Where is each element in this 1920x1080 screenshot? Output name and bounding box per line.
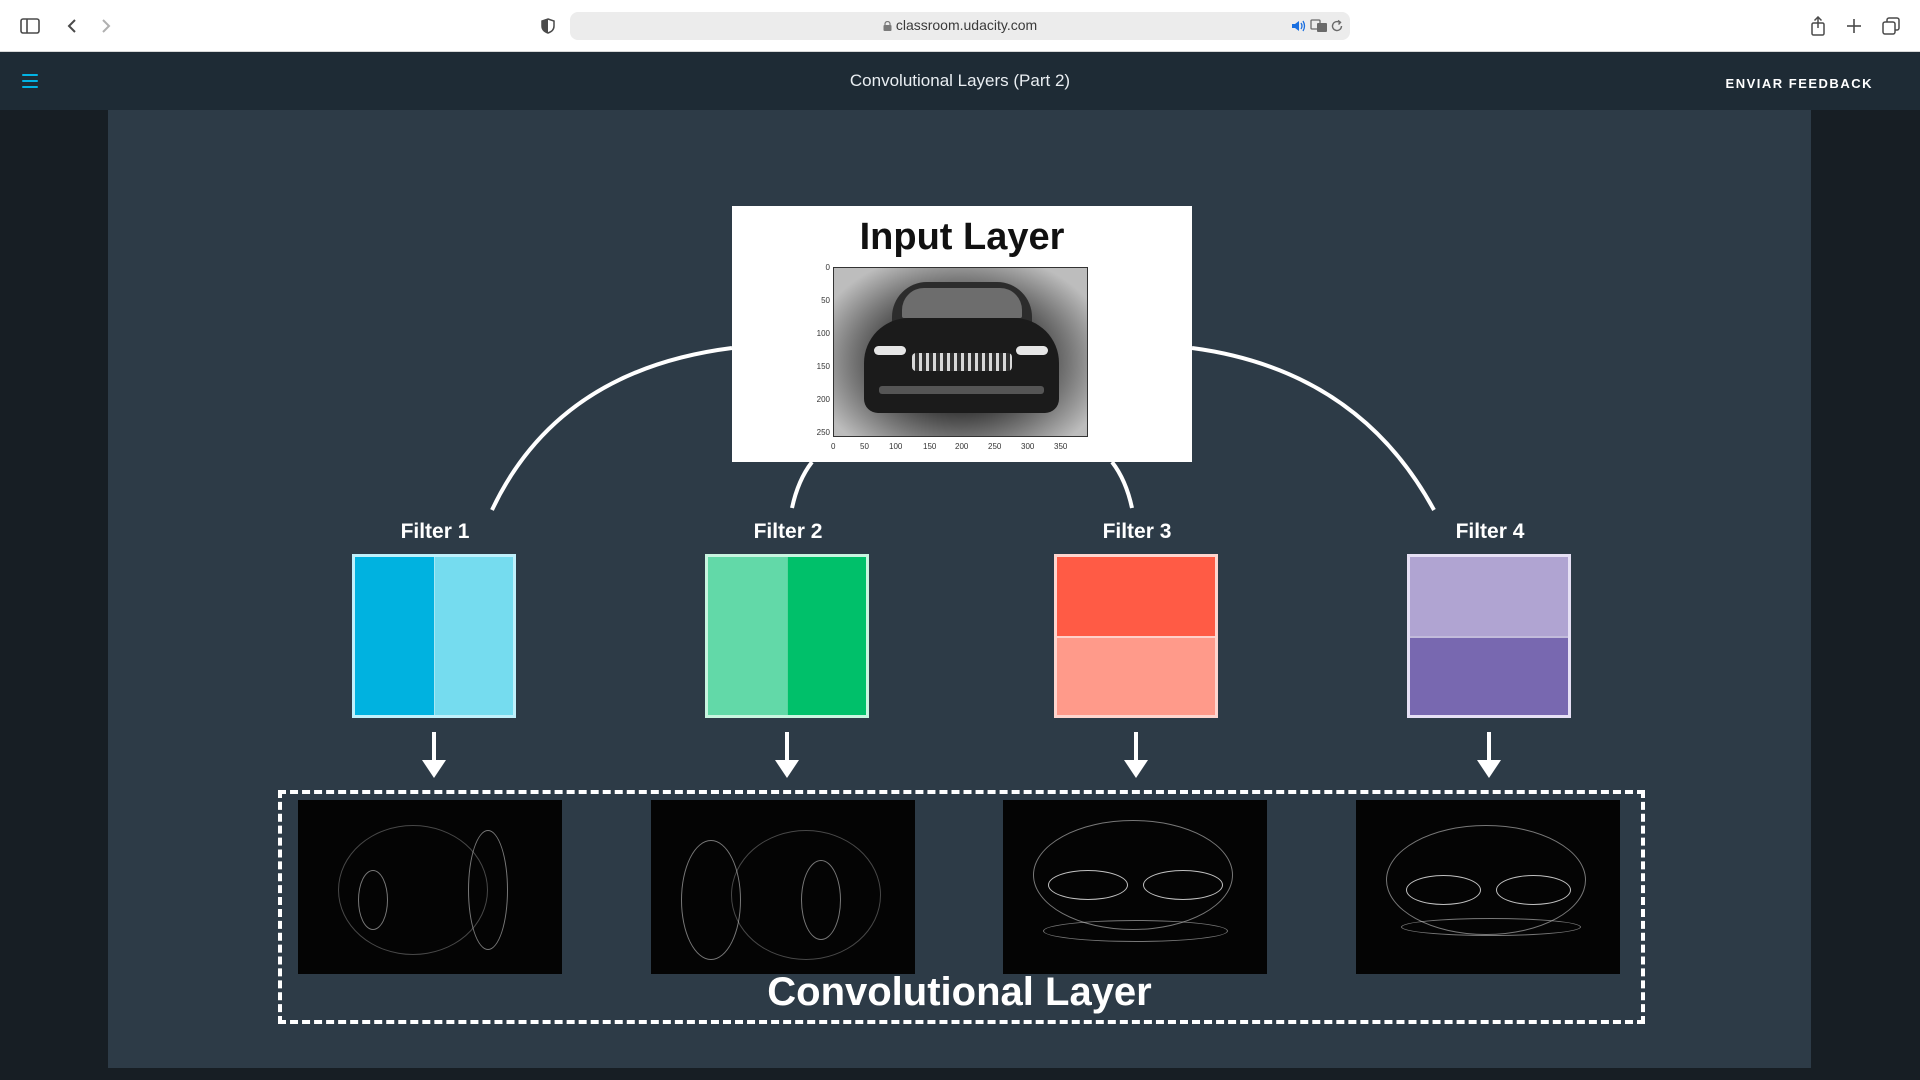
arrow-down-icon	[422, 732, 446, 778]
send-feedback-button[interactable]: ENVIAR FEEDBACK	[1725, 76, 1873, 91]
page-title: Convolutional Layers (Part 2)	[849, 71, 1071, 90]
arrow-down-icon	[775, 732, 799, 778]
filter-1-label: Filter 1	[400, 520, 470, 543]
filter-1-swatch	[352, 554, 516, 718]
y-tick-label: 50	[821, 296, 830, 305]
car-image-plot	[833, 267, 1088, 437]
x-tick-label: 100	[889, 442, 903, 451]
x-tick-label: 150	[923, 442, 937, 451]
reload-icon[interactable]	[1325, 14, 1349, 38]
shield-icon[interactable]	[536, 14, 560, 38]
filter-2-swatch	[705, 554, 869, 718]
x-tick-label: 300	[1021, 442, 1035, 451]
filter-4-swatch	[1407, 554, 1571, 718]
x-tick-label: 200	[955, 442, 969, 451]
share-icon[interactable]	[1806, 14, 1830, 38]
x-tick-label: 250	[988, 442, 1002, 451]
filter-4-top-half	[1410, 557, 1568, 636]
convolutional-layer-label: Convolutional Layer	[767, 970, 1152, 1014]
input-layer-title: Input Layer	[859, 216, 1065, 258]
arrow-down-icon	[1124, 732, 1148, 778]
x-tick-label: 0	[831, 442, 836, 451]
arrow-down-icon	[1477, 732, 1501, 778]
feature-map-1	[298, 800, 562, 974]
filter-1-right-half	[434, 557, 513, 715]
filter-connector-lines	[490, 346, 1436, 511]
x-tick-label: 50	[860, 442, 869, 451]
filter-2-label: Filter 2	[753, 520, 823, 543]
filter-3-swatch	[1054, 554, 1218, 718]
y-tick-label: 250	[816, 428, 830, 437]
filter-4-label: Filter 4	[1455, 520, 1525, 543]
y-tick-label: 150	[816, 362, 830, 371]
back-icon[interactable]	[60, 14, 84, 38]
feature-map-2	[651, 800, 915, 974]
address-bar[interactable]: classroom.udacity.com	[570, 12, 1350, 40]
sidebar-icon[interactable]	[18, 14, 42, 38]
speaker-icon[interactable]	[1287, 14, 1311, 38]
video-player[interactable]: Input Layer 0 50 100 150 200 250 0 50 10…	[108, 110, 1811, 1068]
tabs-icon[interactable]	[1879, 14, 1903, 38]
browser-toolbar: classroom.udacity.com	[0, 0, 1920, 52]
y-tick-label: 0	[825, 263, 830, 272]
feature-map-3	[1003, 800, 1267, 974]
y-tick-label: 100	[816, 329, 830, 338]
menu-icon[interactable]	[20, 72, 42, 90]
feature-map-4	[1356, 800, 1620, 974]
filter-1-left-half	[355, 557, 434, 715]
y-tick-label: 200	[816, 395, 830, 404]
url-text: classroom.udacity.com	[895, 17, 1038, 33]
input-layer-panel: Input Layer 0 50 100 150 200 250 0 50 10…	[732, 206, 1192, 462]
new-tab-icon[interactable]	[1842, 14, 1866, 38]
translate-icon[interactable]	[1307, 14, 1331, 38]
filter-3-bottom-half	[1057, 636, 1215, 715]
filter-4-bottom-half	[1410, 636, 1568, 715]
filter-3-top-half	[1057, 557, 1215, 636]
filter-2-right-half	[787, 557, 866, 715]
x-tick-label: 350	[1054, 442, 1068, 451]
lock-icon	[883, 21, 892, 31]
filter-2-left-half	[708, 557, 787, 715]
convolutional-layer-box	[278, 790, 1645, 1024]
forward-icon[interactable]	[94, 14, 118, 38]
classroom-header: Convolutional Layers (Part 2) ENVIAR FEE…	[0, 52, 1920, 110]
filter-3-label: Filter 3	[1102, 520, 1172, 543]
